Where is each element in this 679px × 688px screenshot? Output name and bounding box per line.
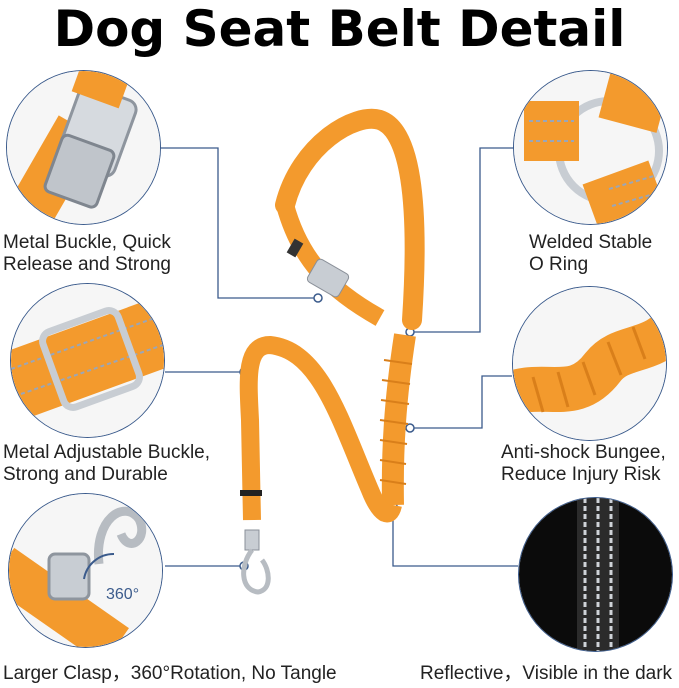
o-ring-closeup bbox=[513, 70, 668, 225]
caption-reflective: Reflective，Visible in the dark bbox=[420, 663, 673, 684]
caption-clasp: Larger Clasp，360°Rotation, No Tangle bbox=[3, 663, 337, 684]
adjustable-buckle-closeup bbox=[10, 283, 165, 438]
caption-line: Reduce Injury Risk bbox=[501, 464, 661, 485]
caption-line: Strong and Durable bbox=[3, 464, 168, 485]
seat-belt-drawing bbox=[239, 108, 425, 595]
caption-line: Welded Stable bbox=[529, 232, 653, 253]
metal-buckle-closeup bbox=[6, 70, 161, 225]
caption-bungee: Anti-shock Bungee, Reduce Injury Risk bbox=[501, 442, 666, 486]
reflective-closeup bbox=[518, 497, 673, 652]
caption-o-ring: Welded Stable O Ring bbox=[529, 232, 652, 276]
caption-line: Anti-shock Bungee, bbox=[501, 442, 666, 463]
clasp-closeup bbox=[8, 493, 163, 648]
caption-metal-buckle: Metal Buckle, Quick Release and Strong bbox=[3, 232, 171, 276]
rotation-badge: 360° bbox=[106, 586, 140, 603]
bungee-closeup bbox=[512, 286, 667, 441]
connector-lines bbox=[160, 147, 518, 567]
caption-line: Metal Buckle, Quick bbox=[3, 232, 171, 253]
caption-line: O Ring bbox=[529, 254, 589, 275]
caption-line: Release and Strong bbox=[3, 254, 171, 275]
page-title: Dog Seat Belt Detail bbox=[53, 0, 626, 58]
caption-adjustable-buckle: Metal Adjustable Buckle, Strong and Dura… bbox=[3, 442, 210, 486]
caption-line: Metal Adjustable Buckle, bbox=[3, 442, 211, 463]
